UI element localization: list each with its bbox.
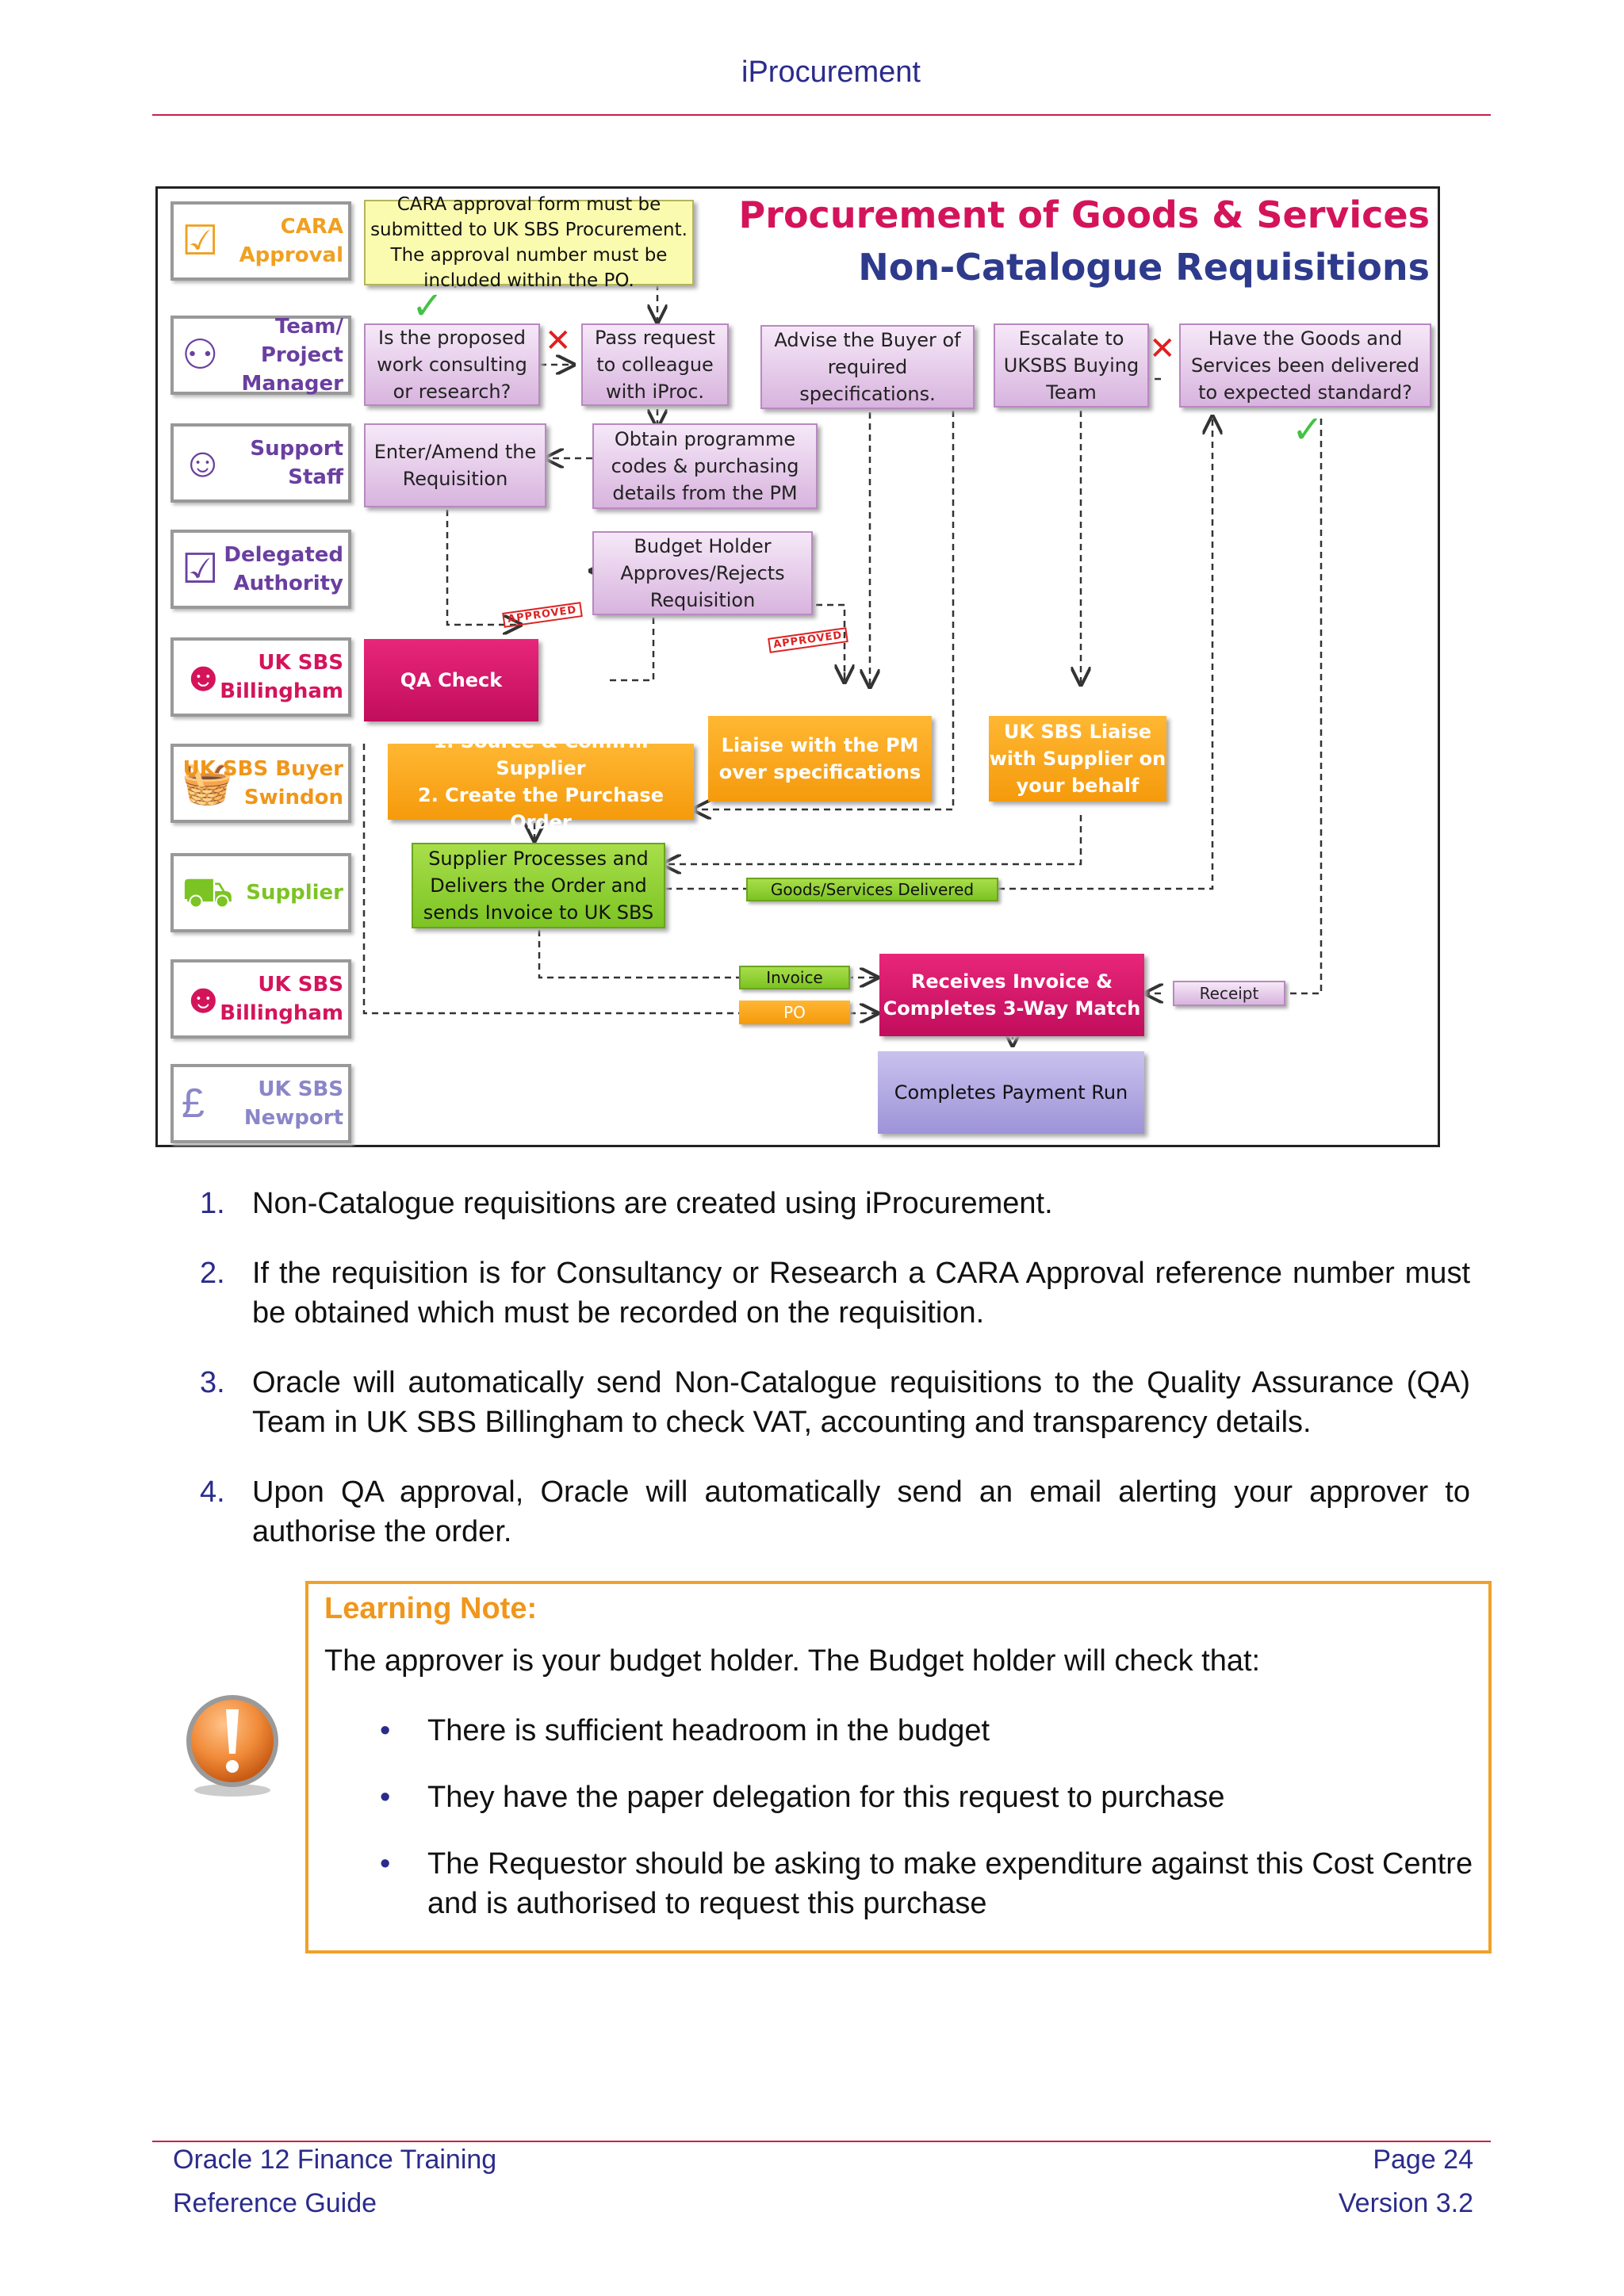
pound-sign-icon: £ <box>182 1081 205 1127</box>
swimlane-label-line: Swindon <box>243 786 343 809</box>
swimlane-uk-sbs-billingham: ☻ UK SBS Billingham <box>170 959 351 1039</box>
swimlane-label: UK SBS Billingham <box>220 970 343 1027</box>
goods-delivered-tag: Goods/Services Delivered <box>746 878 998 901</box>
swimlane-label-line: Authority <box>233 572 343 595</box>
swimlane-label-line: Project <box>260 343 343 367</box>
budget-holder-box: Budget Holder Approves/Rejects Requisiti… <box>592 531 813 615</box>
diagram-title: Procurement of Goods & Services <box>738 193 1430 236</box>
swimlane-label-line: UK SBS <box>258 651 343 675</box>
swimlane-label-line: Billingham <box>220 1001 343 1025</box>
cross-mark-icon: ✕ <box>545 323 572 359</box>
check-mark-icon: ✓ <box>1292 408 1324 452</box>
swimlane-label-line: CARA <box>280 215 343 239</box>
swimlane-label-line: Supplier <box>246 881 343 905</box>
source-supplier-box: 1. Source & Confirm Supplier 2. Create t… <box>388 730 694 833</box>
swimlane-label-line: UK SBS <box>258 1077 343 1101</box>
receipt-tag: Receipt <box>1173 981 1285 1006</box>
swimlane-uk-sbs-billingham: ☻ UK SBS Billingham <box>170 637 351 717</box>
swimlane-label-line: Support <box>250 437 343 461</box>
swimlane-label-line: Team/ <box>274 315 343 339</box>
connector <box>695 411 955 809</box>
connector <box>362 744 875 1013</box>
swimlane-label-line: Billingham <box>220 679 343 703</box>
receives-invoice-box: Receives Invoice & Completes 3-Way Match <box>879 954 1144 1036</box>
invoice-tag: Invoice <box>739 966 850 989</box>
supplier-processes-box: Supplier Processes and Delivers the Orde… <box>412 843 665 928</box>
delegated-authority-icon: ☑ <box>182 546 219 592</box>
learning-note-box: Learning Note: The approver is your budg… <box>305 1581 1492 1954</box>
swimlane-label: Supplier <box>246 878 343 907</box>
connector <box>1252 419 1323 993</box>
warning-exclamation-icon <box>186 1695 278 1797</box>
connector <box>998 419 1212 890</box>
swimlane-cara-approval: ☑ CARA Approval <box>170 201 351 281</box>
advise-buyer-box: Advise the Buyer of required specificati… <box>760 325 975 409</box>
swimlane-supplier: ⛟ Supplier <box>170 853 351 932</box>
billingham-person-icon: ☻ <box>182 976 225 1022</box>
escalate-box: Escalate to UKSBS Buying Team <box>994 323 1149 408</box>
swimlane-label-line: UK SBS Buyer <box>182 757 343 781</box>
swimlane-label-line: Approval <box>239 243 343 267</box>
footer-doc-type: Reference Guide <box>173 2188 377 2218</box>
cross-mark-icon: ✕ <box>1149 331 1176 367</box>
consulting-decision-box: Is the proposed work consulting or resea… <box>364 323 540 406</box>
process-flow-diagram: Procurement of Goods & Services Non-Cata… <box>155 186 1440 1147</box>
swimlane-label: CARA Approval <box>239 212 343 270</box>
qa-check-box: QA Check <box>364 639 538 721</box>
check-mark-icon: ✓ <box>412 284 444 328</box>
footer-course-title: Oracle 12 Finance Training <box>173 2145 497 2175</box>
obtain-codes-box: Obtain programme codes & purchasing deta… <box>592 423 818 509</box>
swimlane-label-line: Staff <box>288 465 343 489</box>
learning-note-title: Learning Note: <box>324 1592 538 1625</box>
swimlane-uk-sbs-newport: £ UK SBS Newport <box>170 1064 351 1143</box>
header-divider <box>152 114 1491 116</box>
footer-divider <box>152 2141 1491 2142</box>
swimlane-label-line: Manager <box>241 372 343 396</box>
diagram-subtitle: Non-Catalogue Requisitions <box>858 246 1430 289</box>
manager-person-icon: ⚇ <box>182 332 219 378</box>
connector <box>816 603 845 680</box>
goods-delivered-decision-box: Have the Goods and Services been deliver… <box>1179 323 1431 408</box>
shopping-basket-icon: 🧺 <box>182 760 233 806</box>
connector <box>446 510 519 625</box>
po-tag: PO <box>739 1001 850 1024</box>
pass-request-box: Pass request to colleague with iProc. <box>581 323 729 406</box>
footer-version: Version 3.2 <box>1338 2188 1473 2218</box>
approval-person-icon: ☑ <box>182 218 219 264</box>
learning-note-intro: The approver is your budget holder. The … <box>324 1644 1261 1678</box>
liaise-supplier-box: UK SBS Liaise with Supplier on your beha… <box>989 716 1166 802</box>
page-header-title: iProcurement <box>741 55 921 89</box>
supplier-trolley-icon: ⛟ <box>182 870 234 916</box>
connector <box>665 815 1082 864</box>
enter-amend-requisition-box: Enter/Amend the Requisition <box>364 423 546 507</box>
swimlane-label-line: Delegated <box>224 543 343 567</box>
payment-run-box: Completes Payment Run <box>878 1051 1144 1134</box>
swimlane-label-line: Newport <box>243 1106 343 1130</box>
liaise-pm-box: Liaise with the PM over specifications <box>708 716 932 802</box>
footer-page-number: Page 24 <box>1373 2145 1473 2175</box>
swimlane-label: UK SBS Billingham <box>220 649 343 706</box>
cara-approval-note: CARA approval form must be submitted to … <box>364 194 694 291</box>
support-staff-icon: ☺ <box>182 440 224 486</box>
swimlane-label: UK SBS Newport <box>244 1075 343 1132</box>
source-supplier-step-1: 1. Source & Confirm Supplier <box>433 730 649 779</box>
swimlane-label-line: UK SBS <box>258 973 343 997</box>
source-supplier-step-2: 2. Create the Purchase Order <box>418 784 664 833</box>
billingham-person-icon: ☻ <box>182 654 225 700</box>
